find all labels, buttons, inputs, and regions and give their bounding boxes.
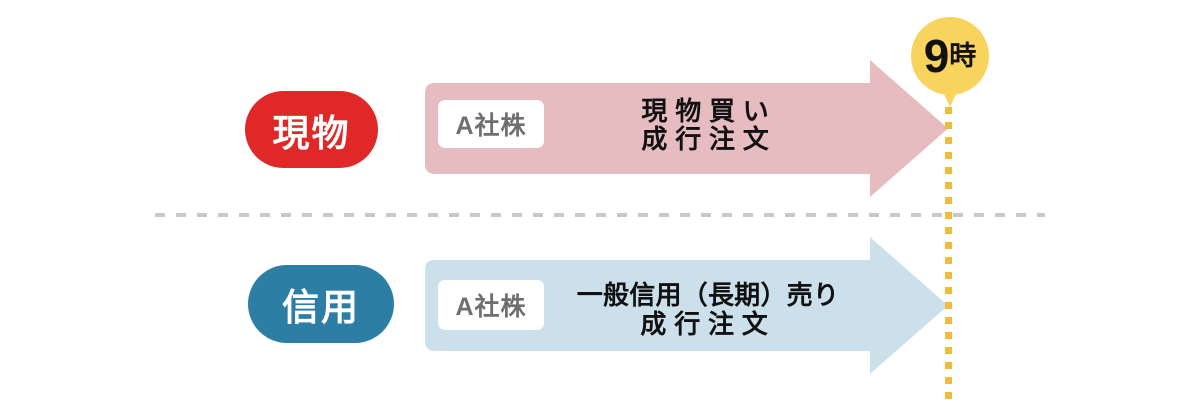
margin-order-line1: 一般信用（長期）売り <box>576 280 840 310</box>
session-divider-dashed-line <box>155 213 1045 217</box>
margin-pill-label: 信用 <box>282 287 360 328</box>
timeline-vertical-dotted-line <box>945 107 952 400</box>
spot-order-text: 現物買い 成行注文 <box>548 97 870 153</box>
time-balloon-number: 9 <box>923 30 950 82</box>
margin-ticker-label: A社株 <box>455 293 527 321</box>
spot-right-arrow <box>425 60 948 197</box>
time-balloon-stem <box>943 92 957 107</box>
time-balloon: 9 時 <box>911 17 989 95</box>
margin-order-text: 一般信用（長期）売り 成行注文 <box>530 281 886 339</box>
margin-right-arrow <box>425 237 948 374</box>
spot-pill: 現物 <box>245 91 378 168</box>
margin-order-line2: 成行注文 <box>640 309 776 339</box>
margin-pill: 信用 <box>248 265 394 343</box>
margin-ticker-box: A社株 <box>438 280 544 330</box>
spot-order-line2: 成行注文 <box>641 124 777 154</box>
time-balloon-unit: 時 <box>949 40 977 71</box>
spot-ticker-box: A社株 <box>438 100 544 148</box>
spot-order-line1: 現物買い <box>641 96 777 126</box>
spot-pill-label: 現物 <box>272 112 351 154</box>
spot-ticker-label: A社株 <box>455 112 527 140</box>
